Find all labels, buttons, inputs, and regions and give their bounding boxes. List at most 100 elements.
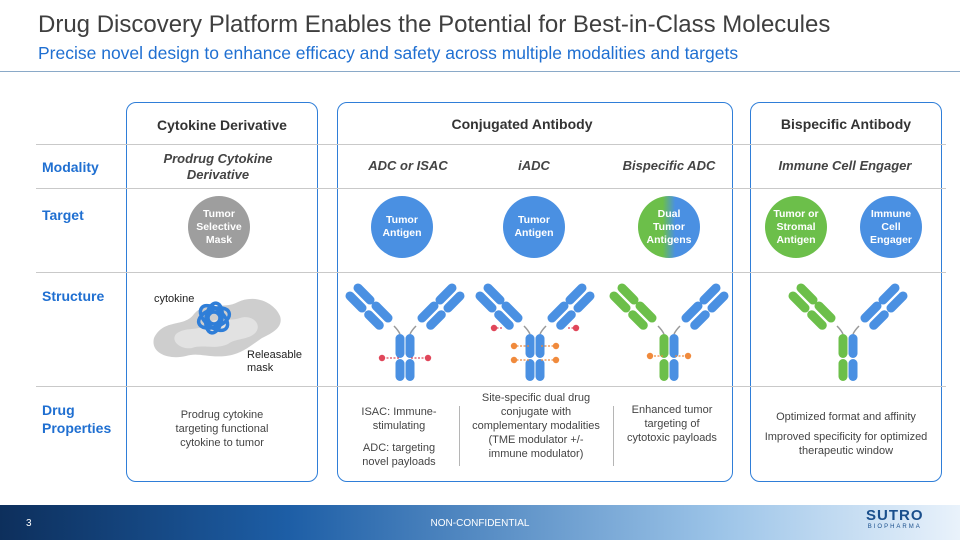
light-chain <box>628 310 648 330</box>
properties-bispecific-adc: Enhanced tumor targeting of cytotoxic pa… <box>627 404 717 444</box>
properties-divider <box>613 406 614 466</box>
page-title: Drug Discovery Platform Enables the Pote… <box>38 11 831 38</box>
modality-bispecific-adc: Bispecific ADC <box>622 158 716 173</box>
heavy-chain <box>501 301 523 323</box>
heavy-chain <box>565 283 587 305</box>
fc-chain <box>535 359 545 381</box>
cytokine-label: cytokine <box>154 293 195 305</box>
bispecific-antibody-illustration <box>788 283 908 381</box>
payload <box>646 352 654 360</box>
heavy-chain <box>547 301 569 323</box>
fc-chain <box>525 334 535 358</box>
fc-chain <box>838 334 848 358</box>
properties-isac: ISAC: Immune-stimulating <box>361 406 437 432</box>
row-divider <box>36 386 946 387</box>
fc-chain <box>525 359 535 381</box>
target-tumor-antigen: Tumor Antigen <box>371 196 433 258</box>
fc-chain <box>669 359 679 381</box>
fc-chain <box>659 359 669 381</box>
heavy-chain <box>681 301 703 323</box>
target-label: Tumor or Stromal Antigen <box>773 207 819 246</box>
bispecific-panel <box>750 102 942 482</box>
logo-wordmark: SUTRO <box>866 507 924 524</box>
payload <box>684 352 692 360</box>
payload <box>424 354 432 362</box>
light-chain <box>573 291 595 313</box>
payload <box>552 342 560 350</box>
payload <box>510 356 518 364</box>
properties-divider <box>459 406 460 466</box>
row-label-target: Target <box>42 207 84 223</box>
cytokine-shape <box>196 301 232 335</box>
heavy-chain <box>796 283 818 305</box>
light-chain <box>886 291 908 313</box>
payload <box>510 342 518 350</box>
page-number: 3 <box>26 518 32 529</box>
modality-prodrug: Prodrug Cytokine Derivative <box>163 151 273 182</box>
payload <box>378 354 386 362</box>
target-label: Dual Tumor Antigens <box>646 207 692 246</box>
row-divider <box>36 144 946 145</box>
hinge <box>393 325 417 335</box>
modality-immune-cell-engager: Immune Cell Engager <box>778 158 912 173</box>
fc-chain <box>848 359 858 381</box>
heavy-chain <box>483 283 505 305</box>
page-subtitle: Precise novel design to enhance efficacy… <box>38 43 739 63</box>
iadc-antibody-illustration <box>475 283 595 381</box>
fc-chain <box>535 334 545 358</box>
fc-chain <box>838 359 848 381</box>
hinge <box>657 325 681 335</box>
hinge <box>836 325 860 335</box>
properties-prodrug: Prodrug cytokine targeting functional cy… <box>175 409 269 449</box>
row-label-structure: Structure <box>42 288 105 304</box>
row-label-modality: Modality <box>42 159 99 175</box>
payload <box>572 324 580 332</box>
light-chain <box>556 310 576 330</box>
fc-chain <box>395 359 405 381</box>
properties-adc: ADC: targeting novel payloads <box>362 442 436 468</box>
cytokine-panel-title: Cytokine Derivative <box>157 117 287 133</box>
bispecific-adc-antibody-illustration <box>609 283 729 381</box>
light-chain <box>609 291 631 313</box>
fc-chain <box>848 334 858 358</box>
row-label-drug-properties: Drug Properties <box>42 402 112 436</box>
light-chain <box>494 310 514 330</box>
target-tumor-selective-mask: Tumor Selective Mask <box>188 196 250 258</box>
heavy-chain <box>878 283 900 305</box>
payload <box>490 324 498 332</box>
bispecific-panel-title: Bispecific Antibody <box>780 116 912 132</box>
fc-chain <box>405 334 415 358</box>
adc-antibody-illustration <box>345 283 465 381</box>
heavy-chain <box>417 301 439 323</box>
light-chain <box>475 291 497 313</box>
heavy-chain <box>617 283 639 305</box>
prodrug-cytokine-illustration <box>153 298 281 358</box>
heavy-chain <box>353 283 375 305</box>
heavy-chain <box>371 301 393 323</box>
fc-chain <box>405 359 415 381</box>
light-chain <box>443 291 465 313</box>
light-chain <box>345 291 367 313</box>
fc-chain <box>669 334 679 358</box>
properties-iadc: Site-specific dual drug conjugate with c… <box>472 392 600 460</box>
sutro-logo: SUTRO BIOPHARMA <box>866 508 924 531</box>
fc-chain <box>395 334 405 358</box>
light-chain <box>426 310 446 330</box>
heavy-chain <box>435 283 457 305</box>
modality-iadc: iADC <box>518 158 550 173</box>
fc-chain <box>659 334 669 358</box>
properties-bispecific-specificity: Improved specificity for optimized thera… <box>764 431 928 457</box>
logo-subtitle: BIOPHARMA <box>867 524 922 530</box>
light-chain <box>788 291 810 313</box>
target-dual-tumor-antigens: Dual Tumor Antigens <box>638 196 700 258</box>
properties-bispecific-format: Optimized format and affinity <box>776 411 916 423</box>
heavy-chain <box>699 283 721 305</box>
target-label: Tumor Antigen <box>382 214 422 239</box>
target-label: Tumor Antigen <box>514 214 554 239</box>
light-chain <box>807 310 827 330</box>
target-label: Tumor Selective Mask <box>196 207 242 246</box>
confidentiality-label: NON-CONFIDENTIAL <box>430 518 530 529</box>
row-divider <box>36 188 946 189</box>
row-divider <box>36 272 946 273</box>
target-immune-cell-engager: Immune Cell Engager <box>860 196 922 258</box>
